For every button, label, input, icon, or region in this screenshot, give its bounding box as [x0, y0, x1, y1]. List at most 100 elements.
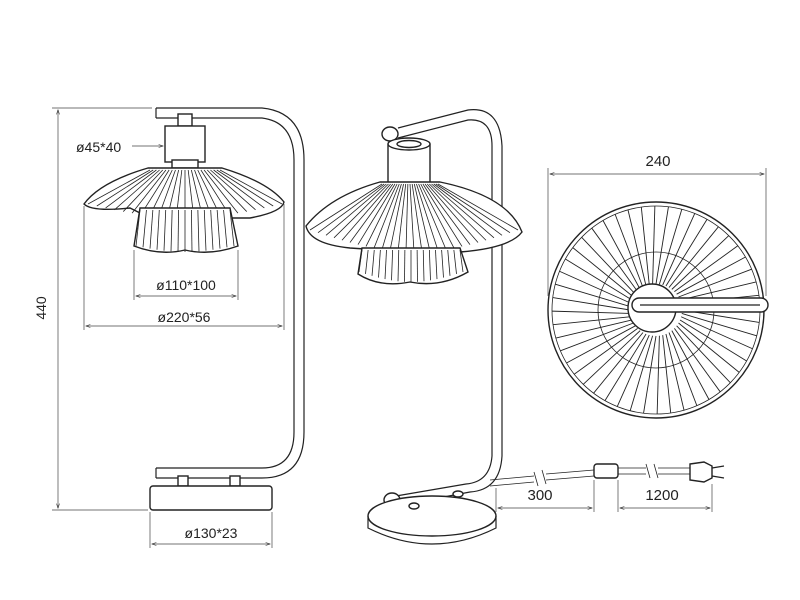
rattan-rib	[560, 322, 634, 352]
rattan-rib	[197, 209, 200, 252]
rattan-rib	[223, 209, 228, 248]
plug	[689, 461, 713, 483]
rattan-rib	[671, 330, 710, 400]
rattan-rib	[582, 330, 641, 385]
top-view	[547, 201, 769, 419]
rattan-rib	[422, 249, 425, 282]
rattan-rib	[341, 183, 391, 241]
rattan-rib	[640, 206, 650, 285]
rattan-rib	[643, 335, 657, 414]
rattan-rib	[555, 283, 631, 308]
rattan-rib	[219, 169, 283, 205]
rattan-rib	[681, 312, 757, 337]
front-dimensions: 440 ø45*40 ø110*100 ø220*56 ø130*23	[33, 107, 285, 548]
rattan-rib	[424, 183, 471, 245]
rattan-rib	[210, 209, 214, 250]
rattan-rib	[551, 310, 631, 314]
rattan-rib	[453, 249, 457, 274]
rattan-rib	[191, 209, 193, 252]
socket-dim-label: ø45*40	[76, 139, 121, 155]
rattan-rib	[602, 220, 641, 290]
rattan-rib	[652, 205, 656, 285]
front-base-foot-right	[229, 475, 241, 487]
front-socket-stem	[177, 113, 193, 127]
rattan-rib	[435, 183, 511, 233]
rattan-rib	[105, 169, 157, 209]
rattan-rib	[135, 209, 141, 247]
rattan-rib	[437, 183, 519, 231]
rattan-rib	[676, 256, 746, 295]
rattan-rib	[566, 325, 636, 364]
rattan-rib	[679, 319, 747, 362]
inline-switch	[593, 463, 619, 479]
rattan-rib	[447, 249, 451, 276]
rattan-rib	[655, 206, 669, 285]
front-arm-outer	[156, 107, 305, 479]
rattan-rib	[96, 169, 154, 207]
rattan-rib	[411, 183, 423, 252]
cord-to-switch-label: 300	[527, 487, 552, 504]
rattan-rib	[381, 183, 402, 250]
rattan-rib	[413, 183, 431, 252]
rattan-rib	[573, 328, 638, 375]
rattan-rib	[371, 249, 375, 276]
rattan-rib	[349, 183, 394, 243]
rattan-rib	[674, 245, 739, 292]
rattan-rib	[216, 209, 221, 249]
rattan-rib	[572, 247, 634, 298]
rattan-rib	[552, 316, 631, 326]
rattan-rib	[378, 249, 381, 278]
rattan-rib	[142, 209, 147, 248]
rattan-rib	[658, 209, 683, 285]
side-base	[367, 495, 497, 537]
rattan-rib	[373, 183, 400, 249]
rattan-rib	[422, 183, 463, 247]
rattan-rib	[656, 335, 660, 415]
rattan-rib	[114, 169, 160, 211]
front-inner-shade	[133, 207, 239, 253]
rattan-rib	[674, 328, 721, 393]
rattan-rib	[384, 249, 387, 280]
rattan-rib	[210, 169, 256, 211]
side-arm-inner	[395, 119, 493, 497]
outer-shade-dim-label: ø220*56	[158, 309, 211, 325]
base-dim-label: ø130*23	[185, 525, 238, 541]
rattan-rib	[678, 268, 752, 298]
rattan-rib	[668, 332, 698, 406]
rattan-rib	[200, 169, 230, 215]
rattan-rib	[420, 183, 455, 249]
rattan-rib	[149, 209, 154, 249]
rattan-rib	[614, 214, 644, 288]
rattan-rib	[216, 169, 274, 207]
rattan-rib	[665, 333, 685, 411]
front-socket	[164, 125, 206, 163]
inner-shade-dim-label: ø110*100	[156, 277, 216, 293]
rattan-rib	[333, 183, 389, 239]
rattan-rib	[662, 213, 696, 286]
rattan-rib	[325, 183, 387, 236]
rattan-rib	[131, 169, 167, 214]
rattan-rib	[627, 209, 647, 287]
rattan-rib	[668, 226, 719, 288]
rattan-rib	[581, 236, 636, 295]
height-label: 440	[33, 296, 49, 320]
rattan-rib	[678, 322, 740, 373]
rattan-rib	[163, 209, 167, 251]
rattan-rib	[435, 249, 438, 280]
rattan-rib	[679, 281, 757, 301]
rattan-rib	[662, 335, 672, 414]
cord-dimensions: 300 1200	[495, 480, 713, 512]
rattan-rib	[365, 249, 369, 274]
rattan-rib	[616, 334, 650, 407]
rattan-rib	[358, 249, 363, 273]
rattan-rib	[441, 249, 444, 278]
rattan-rib	[389, 183, 404, 251]
rattan-rib	[431, 183, 495, 239]
power-cord	[489, 467, 690, 481]
rattan-rib	[565, 258, 633, 301]
rattan-rib	[122, 169, 164, 212]
rattan-rib	[665, 219, 708, 287]
rattan-rib	[409, 183, 415, 253]
rattan-rib	[140, 169, 170, 215]
